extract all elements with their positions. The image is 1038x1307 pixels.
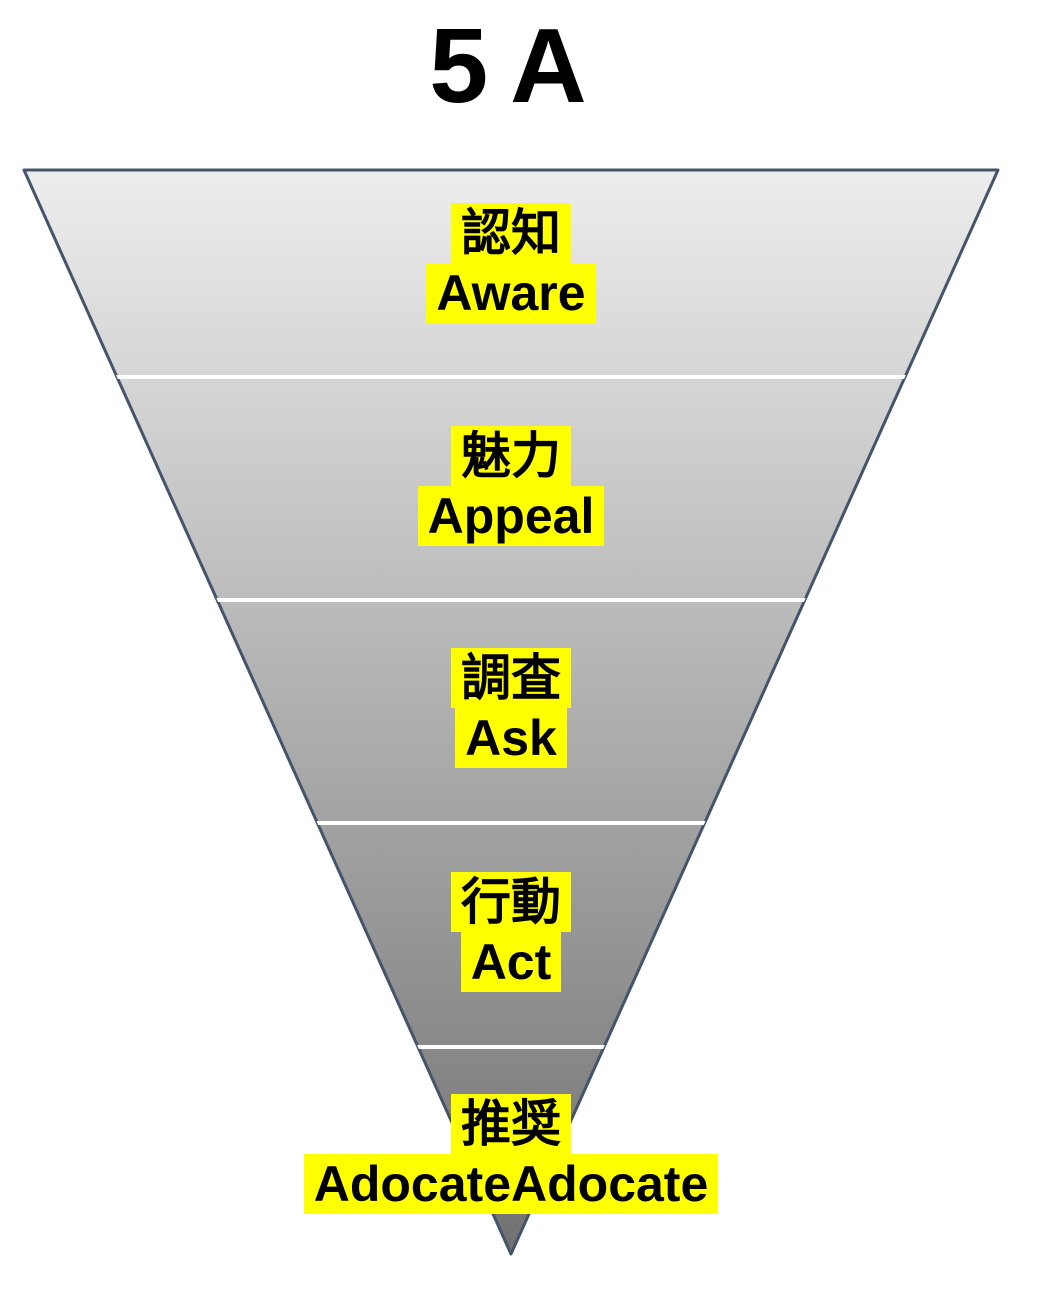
stage-line-ja: 魅力 — [0, 426, 1022, 486]
stage-label-ja: 行動 — [451, 872, 571, 932]
diagram-title: 5A — [429, 7, 609, 125]
stage-label-en: Aware — [426, 263, 596, 323]
stage-label-ja: 魅力 — [451, 426, 571, 486]
stage-label-en: Ask — [455, 708, 567, 768]
stage-advocate: 推奨 AdocateAdocate — [0, 1094, 1022, 1214]
stage-act: 行動 Act — [0, 872, 1022, 992]
stage-line-ja: 推奨 — [0, 1094, 1022, 1154]
stage-appeal: 魅力 Appeal — [0, 426, 1022, 546]
stage-line-ja: 行動 — [0, 872, 1022, 932]
stage-label-ja: 推奨 — [451, 1094, 571, 1154]
stage-label-en: Act — [460, 932, 562, 992]
stage-line-ja: 認知 — [0, 203, 1022, 263]
stage-ask: 調査 Ask — [0, 648, 1022, 768]
stage-line-en: Aware — [0, 263, 1022, 323]
stage-line-en: AdocateAdocate — [0, 1154, 1022, 1214]
stage-line-en: Appeal — [0, 486, 1022, 546]
stage-aware: 認知 Aware — [0, 203, 1022, 323]
stage-label-en: AdocateAdocate — [303, 1154, 719, 1214]
stage-label-ja: 認知 — [451, 203, 571, 263]
stage-label-ja: 調査 — [451, 648, 571, 708]
stage-line-en: Ask — [0, 708, 1022, 768]
stage-line-en: Act — [0, 932, 1022, 992]
stage-label-en: Appeal — [417, 486, 605, 546]
stage-line-ja: 調査 — [0, 648, 1022, 708]
